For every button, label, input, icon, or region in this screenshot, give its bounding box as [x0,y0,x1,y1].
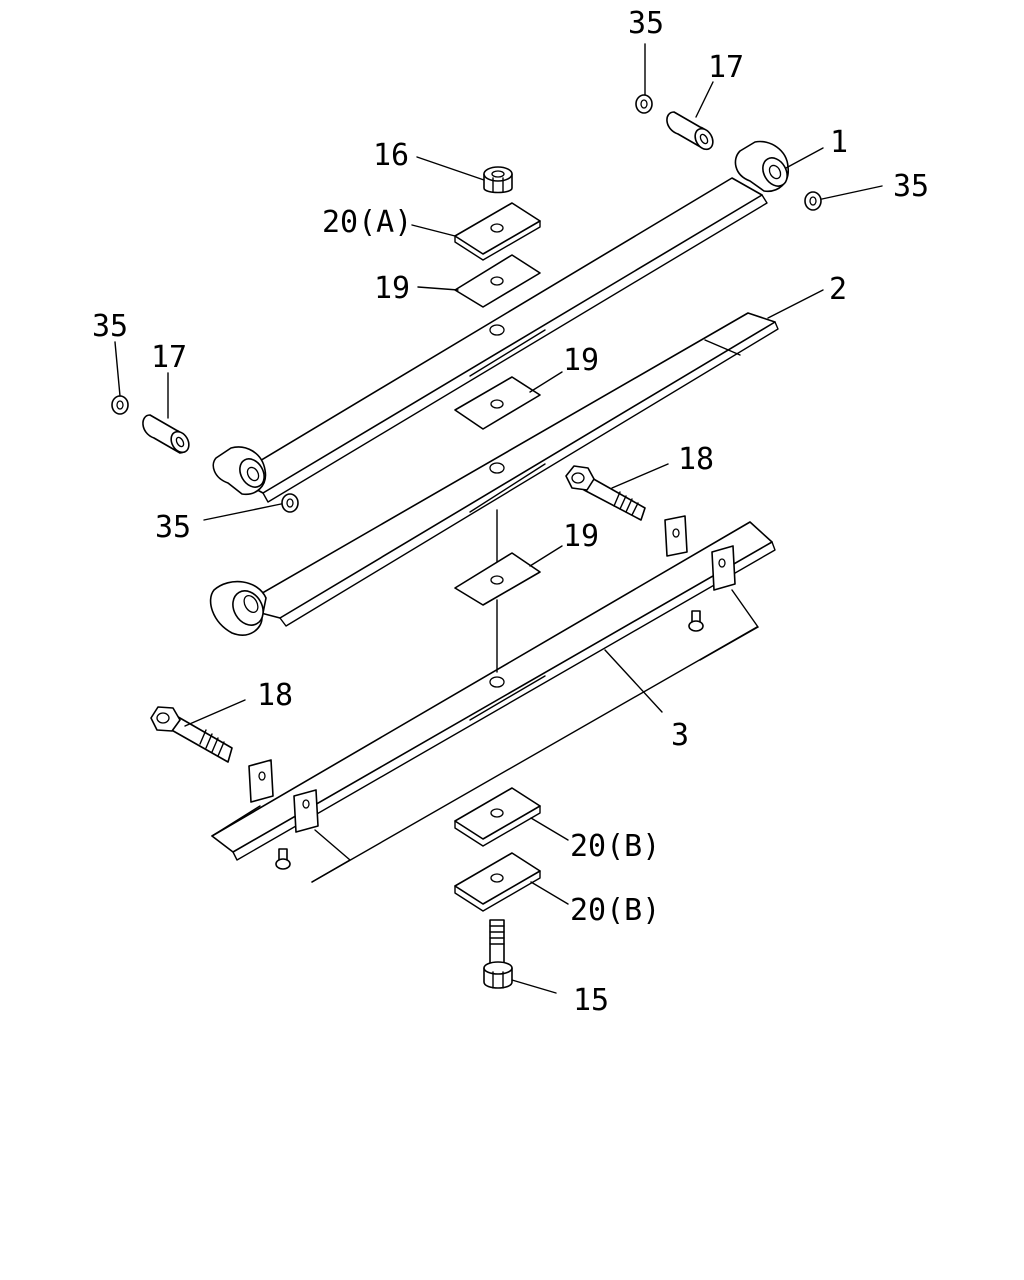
label-20b-lower: 20(B) [570,893,660,928]
label-3: 3 [671,718,689,753]
label-20a: 20(A) [322,205,412,240]
label-19-middle: 19 [563,343,599,378]
clip-front-left [248,759,274,803]
label-2: 2 [829,272,847,307]
label-19-upper: 19 [374,271,410,306]
washer-35-bottom [281,493,299,513]
clip-rear-right [711,545,736,591]
bushing-17-left [142,414,190,454]
part-labels: 35 17 1 35 16 20(A) 19 2 35 17 19 35 18 … [92,6,929,1018]
label-35-top: 35 [628,6,664,41]
label-35-bottom: 35 [155,510,191,545]
label-19-lower: 19 [563,519,599,554]
label-35-left: 35 [92,309,128,344]
washer-35-left [111,395,129,415]
clip-rear-left [664,515,688,557]
washer-35-top [635,94,653,114]
bushing-17-top [666,111,714,151]
label-17-left: 17 [151,340,187,375]
shim-19-upper [454,254,541,308]
label-35-right: 35 [893,169,929,204]
leaf-spring-1 [212,140,789,503]
bolt-18-right [565,465,646,521]
leaf-spring-3 [211,515,776,883]
clip-rivet-rear [688,610,704,632]
label-17-top: 17 [708,50,744,85]
label-1: 1 [830,125,848,160]
nut-16 [483,166,513,194]
pad-20a [454,202,541,261]
pad-20b-upper [454,787,541,847]
bolt-18-left [150,706,233,763]
clip-rivet-front [275,848,291,870]
leaf-spring-2 [209,312,779,636]
label-18-right: 18 [678,442,714,477]
pad-20b-lower [454,852,541,912]
bolt-15 [483,919,513,989]
washer-35-right [804,191,822,211]
shim-19-middle [454,376,541,430]
label-15: 15 [573,983,609,1018]
clip-front-right [293,789,319,833]
leader-lines [114,43,883,994]
label-16: 16 [373,138,409,173]
shim-19-lower [454,552,541,606]
label-20b-upper: 20(B) [570,829,660,864]
label-18-left: 18 [257,678,293,713]
